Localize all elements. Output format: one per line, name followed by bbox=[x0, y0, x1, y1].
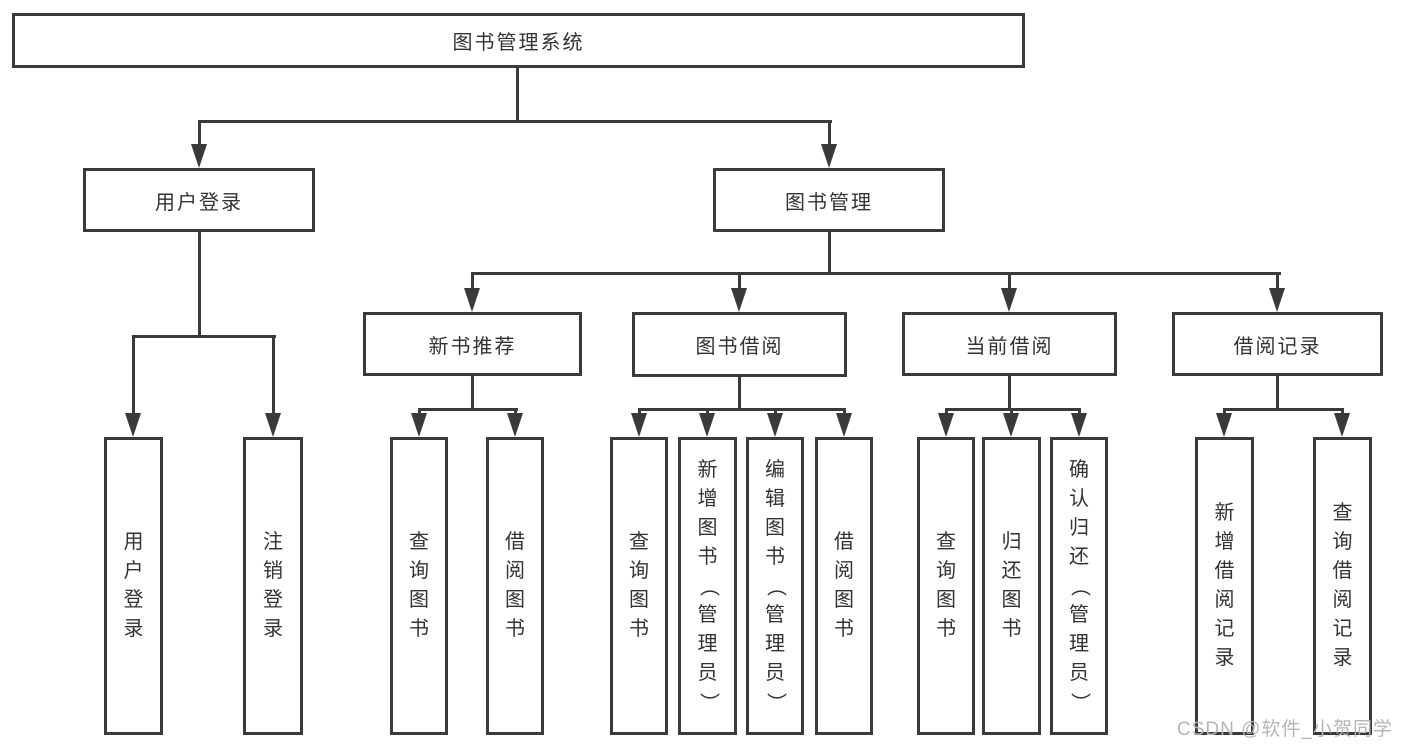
csdn-watermark: CSDN @软件_小贺同学 bbox=[1177, 719, 1393, 740]
leaf-query-borrow-record-label: 查询借阅记录 bbox=[1332, 502, 1353, 669]
leaf-query-books-current: 查询图书 bbox=[917, 437, 975, 735]
leaf-query-books-recommend: 查询图书 bbox=[390, 437, 448, 735]
connector-root-drop-right bbox=[828, 120, 831, 148]
connector-current-drop-2 bbox=[1010, 408, 1013, 417]
node-book-management: 图书管理 bbox=[713, 168, 945, 232]
leaf-return-books: 归还图书 bbox=[982, 437, 1041, 735]
node-user-login-label: 用户登录 bbox=[155, 191, 243, 214]
leaf-borrow-books-recommend-label: 借阅图书 bbox=[505, 531, 525, 640]
node-current-borrowing: 当前借阅 bbox=[902, 312, 1117, 376]
connector-root-stub bbox=[516, 66, 519, 122]
node-user-login: 用户登录 bbox=[83, 168, 315, 232]
leaf-confirm-return-admin: 确认归还（管理员） bbox=[1050, 437, 1108, 735]
leaf-user-login: 用户登录 bbox=[104, 437, 163, 735]
node-root: 图书管理系统 bbox=[12, 13, 1025, 68]
arrow-down-icon bbox=[731, 288, 747, 312]
arrow-down-icon bbox=[821, 144, 837, 168]
arrow-down-icon bbox=[699, 413, 715, 437]
arrow-down-icon bbox=[125, 413, 141, 437]
connector-records-drop-2 bbox=[1341, 408, 1344, 417]
arrow-down-icon bbox=[411, 413, 427, 437]
node-borrowing-records: 借阅记录 bbox=[1172, 312, 1383, 376]
leaf-query-books-current-label: 查询图书 bbox=[936, 531, 956, 640]
leaf-borrow-books-borrowing-label: 借阅图书 bbox=[834, 531, 854, 640]
connector-recommend-drop-1 bbox=[418, 408, 421, 417]
leaf-query-borrow-record: 查询借阅记录 bbox=[1313, 437, 1372, 735]
leaf-edit-books-admin-label: 编辑图书（管理员） bbox=[764, 458, 787, 713]
connector-records-rail bbox=[1223, 408, 1344, 411]
connector-current-stub bbox=[1008, 375, 1011, 411]
connector-login-drop-2 bbox=[272, 335, 275, 417]
leaf-add-borrow-record-label: 新增借阅记录 bbox=[1214, 502, 1235, 669]
connector-current-drop-3 bbox=[1078, 408, 1081, 417]
leaf-edit-books-admin: 编辑图书（管理员） bbox=[746, 437, 804, 735]
connector-mgmt-drop-1 bbox=[471, 272, 474, 292]
connector-recommend-stub bbox=[471, 374, 474, 411]
leaf-query-books-recommend-label: 查询图书 bbox=[409, 531, 429, 640]
arrow-down-icon bbox=[1269, 288, 1285, 312]
connector-records-stub bbox=[1276, 375, 1279, 411]
connector-mgmt-rail bbox=[471, 272, 1281, 275]
arrow-down-icon bbox=[767, 413, 783, 437]
leaf-confirm-return-admin-label: 确认归还（管理员） bbox=[1068, 458, 1091, 713]
arrow-down-icon bbox=[265, 413, 281, 437]
connector-root-rail bbox=[198, 120, 832, 123]
arrow-down-icon bbox=[464, 288, 480, 312]
leaf-user-login-label: 用户登录 bbox=[123, 531, 144, 640]
arrow-down-icon bbox=[631, 413, 647, 437]
node-borrowing-records-label: 借阅记录 bbox=[1233, 335, 1322, 358]
node-book-management-label: 图书管理 bbox=[785, 191, 873, 214]
node-new-book-recommend: 新书推荐 bbox=[363, 312, 582, 376]
connector-borrowing-drop-4 bbox=[843, 408, 846, 417]
connector-borrowing-drop-3 bbox=[774, 408, 777, 417]
node-new-book-recommend-label: 新书推荐 bbox=[428, 335, 517, 358]
leaf-logout: 注销登录 bbox=[243, 437, 303, 735]
leaf-add-books-admin-label: 新增图书（管理员） bbox=[697, 458, 719, 713]
connector-borrowing-drop-2 bbox=[706, 408, 709, 417]
leaf-query-books-borrowing: 查询图书 bbox=[610, 437, 668, 735]
arrow-down-icon bbox=[191, 144, 207, 168]
connector-login-drop-1 bbox=[132, 335, 135, 417]
connector-current-drop-1 bbox=[945, 408, 948, 417]
leaf-query-books-borrowing-label: 查询图书 bbox=[629, 531, 649, 640]
connector-root-drop-left bbox=[198, 120, 201, 148]
node-current-borrowing-label: 当前借阅 bbox=[965, 335, 1054, 358]
arrow-down-icon bbox=[1003, 413, 1019, 437]
leaf-logout-label: 注销登录 bbox=[263, 531, 283, 640]
arrow-down-icon bbox=[836, 413, 852, 437]
arrow-down-icon bbox=[1071, 413, 1087, 437]
connector-mgmt-drop-4 bbox=[1276, 272, 1279, 292]
node-book-borrowing: 图书借阅 bbox=[632, 312, 847, 377]
node-root-label: 图书管理系统 bbox=[452, 32, 585, 54]
leaf-add-books-admin: 新增图书（管理员） bbox=[678, 437, 737, 735]
connector-login-rail bbox=[132, 335, 276, 338]
connector-current-rail bbox=[945, 408, 1081, 411]
connector-mgmt-stub bbox=[828, 230, 831, 274]
arrow-down-icon bbox=[507, 413, 523, 437]
connector-borrowing-stub bbox=[738, 375, 741, 411]
leaf-return-books-label: 归还图书 bbox=[1001, 531, 1022, 640]
arrow-down-icon bbox=[1216, 413, 1232, 437]
connector-mgmt-drop-2 bbox=[738, 272, 741, 292]
leaf-borrow-books-recommend: 借阅图书 bbox=[486, 437, 544, 735]
arrow-down-icon bbox=[938, 413, 954, 437]
connector-recommend-rail bbox=[418, 408, 518, 411]
leaf-add-borrow-record: 新增借阅记录 bbox=[1195, 437, 1254, 735]
arrow-down-icon bbox=[1334, 413, 1350, 437]
connector-borrowing-drop-1 bbox=[638, 408, 641, 417]
node-book-borrowing-label: 图书借阅 bbox=[695, 336, 784, 358]
connector-mgmt-drop-3 bbox=[1008, 272, 1011, 292]
connector-borrowing-rail bbox=[638, 408, 846, 411]
connector-login-stub bbox=[198, 230, 201, 337]
connector-recommend-drop-2 bbox=[514, 408, 517, 417]
leaf-borrow-books-borrowing: 借阅图书 bbox=[815, 437, 873, 735]
connector-records-drop-1 bbox=[1223, 408, 1226, 417]
arrow-down-icon bbox=[1001, 288, 1017, 312]
